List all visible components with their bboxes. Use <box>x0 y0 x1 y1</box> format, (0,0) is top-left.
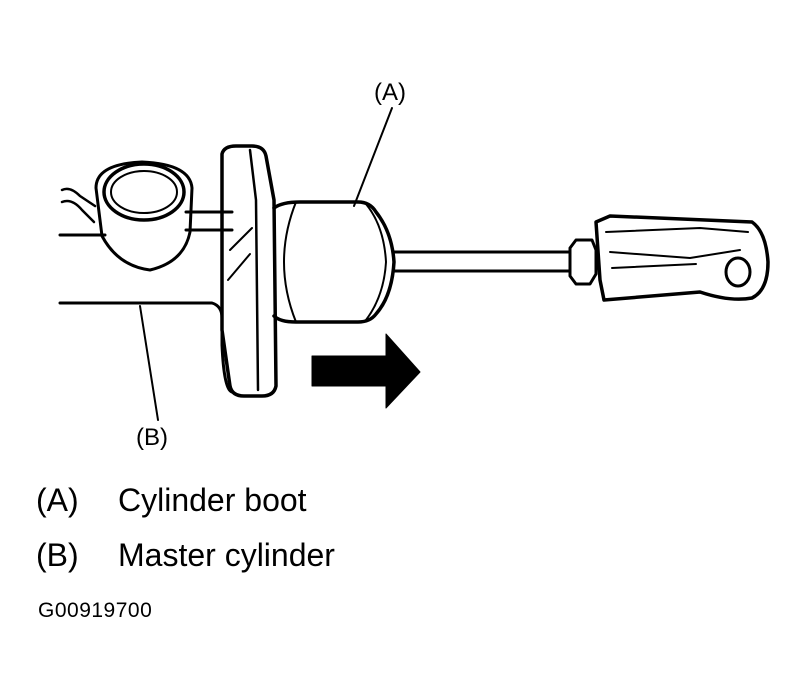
direction-arrow <box>311 333 421 409</box>
push-rod <box>392 250 572 273</box>
legend-key: (B) <box>36 537 79 573</box>
leader-line-a <box>353 107 393 207</box>
cylinder-boot <box>272 200 396 324</box>
master-cylinder-body <box>58 187 234 394</box>
callout-b: (B) <box>136 424 168 451</box>
clevis-fork <box>568 214 770 302</box>
legend-label: Master cylinder <box>118 537 335 573</box>
mounting-flange <box>220 144 278 398</box>
figure-code: G00919700 <box>38 599 153 622</box>
legend-key: (A) <box>36 482 79 518</box>
legend-item: (B) Master cylinder <box>36 539 335 571</box>
leader-line-b <box>139 305 159 421</box>
reservoir-port <box>94 160 194 272</box>
legend-label: Cylinder boot <box>118 482 307 518</box>
callout-a: (A) <box>374 79 406 106</box>
legend-item: (A) Cylinder boot <box>36 484 307 516</box>
